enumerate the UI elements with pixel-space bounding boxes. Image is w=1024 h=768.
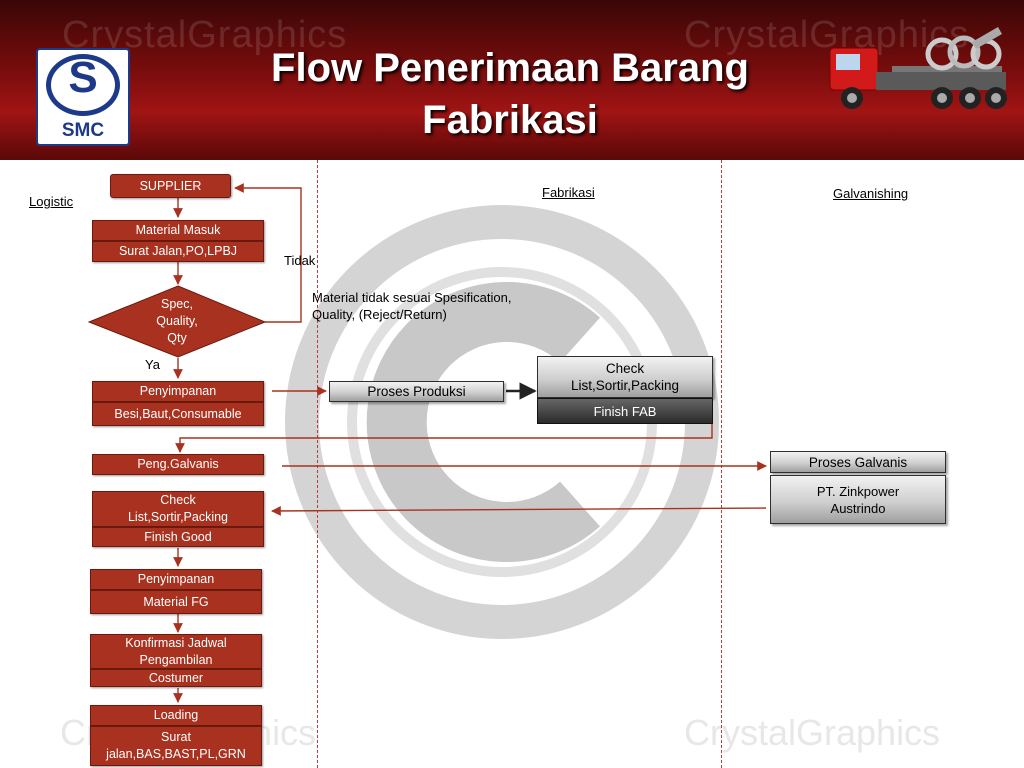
lane-label-logistic: Logistic (29, 194, 74, 209)
finish-good-box: Finish Good (92, 527, 264, 547)
reject-note: Material tidak sesuai Spesification, Qua… (312, 289, 511, 323)
header-banner: CrystalGraphics CrystalGraphics S SMC Fl… (0, 0, 1024, 160)
proses-produksi-box: Proses Produksi (329, 381, 504, 402)
decision-label: Spec, Quality, Qty (132, 296, 222, 347)
material-fg-box: Material FG (90, 590, 262, 614)
ya-label: Ya (145, 357, 160, 372)
title-line-2: Fabrikasi (422, 98, 598, 142)
konfirmasi-line-1: Konfirmasi Jadwal (125, 635, 227, 650)
logo-ring-icon (46, 54, 120, 116)
material-masuk-box: Material Masuk (92, 220, 264, 241)
costumer-box: Costumer (90, 669, 262, 687)
konfirmasi-line-2: Pengambilan (139, 652, 213, 667)
page-title: Flow Penerimaan Barang Fabrikasi (200, 42, 820, 146)
check-list-fab-box: Check List,Sortir,Packing (537, 356, 713, 398)
logo-s-icon: S (68, 53, 98, 102)
lane-divider-2 (721, 160, 722, 768)
supplier-box: SUPPLIER (110, 174, 231, 198)
smc-logo: S SMC (36, 48, 130, 146)
watermark-bottom-right: CrystalGraphics (684, 712, 941, 753)
decision-line-3: Qty (167, 331, 187, 345)
title-line-1: Flow Penerimaan Barang (271, 46, 749, 90)
lane-label-fabrikasi: Fabrikasi (542, 185, 595, 200)
surat-docs-line-2: jalan,BAS,BAST,PL,GRN (106, 747, 246, 761)
besi-baut-box: Besi,Baut,Consumable (92, 402, 264, 426)
lane-divider-1 (317, 160, 318, 768)
check-good-line-2: List,Sortir,Packing (127, 510, 229, 524)
logo-text: SMC (61, 120, 105, 141)
watermark-top-right: CrystalGraphics (684, 14, 970, 56)
zinkpower-box: PT. Zinkpower Austrindo (770, 475, 946, 524)
decision-line-1: Spec, (161, 297, 193, 311)
reject-note-line-2: Quality, (Reject/Return) (312, 307, 447, 322)
reject-note-line-1: Material tidak sesuai Spesification, (312, 290, 512, 305)
surat-docs-line-1: Surat (161, 730, 191, 744)
finish-fab-box: Finish FAB (537, 398, 713, 424)
lane-label-galvanishing: Galvanishing (833, 186, 909, 201)
konfirmasi-box: Konfirmasi Jadwal Pengambilan (90, 634, 262, 669)
surat-docs-box: Surat jalan,BAS,BAST,PL,GRN (90, 726, 262, 766)
check-good-line-1: Check (160, 493, 196, 507)
truck-icon (829, 27, 1007, 109)
zinkpower-line-2: Austrindo (830, 500, 886, 516)
zinkpower-line-1: PT. Zinkpower (816, 483, 900, 499)
loading-box: Loading (90, 705, 262, 726)
penyimpanan-box-1: Penyimpanan (92, 381, 264, 402)
decision-line-2: Quality, (156, 314, 198, 328)
surat-jalan-box: Surat Jalan,PO,LPBJ (92, 241, 264, 262)
peng-galvanis-box: Peng.Galvanis (92, 454, 264, 475)
penyimpanan-box-2: Penyimpanan (90, 569, 262, 590)
check-list-good-box: Check List,Sortir,Packing (92, 491, 264, 527)
decision-diamond (87, 285, 267, 358)
tidak-label: Tidak (284, 253, 316, 268)
proses-galvanis-box: Proses Galvanis (770, 451, 946, 473)
